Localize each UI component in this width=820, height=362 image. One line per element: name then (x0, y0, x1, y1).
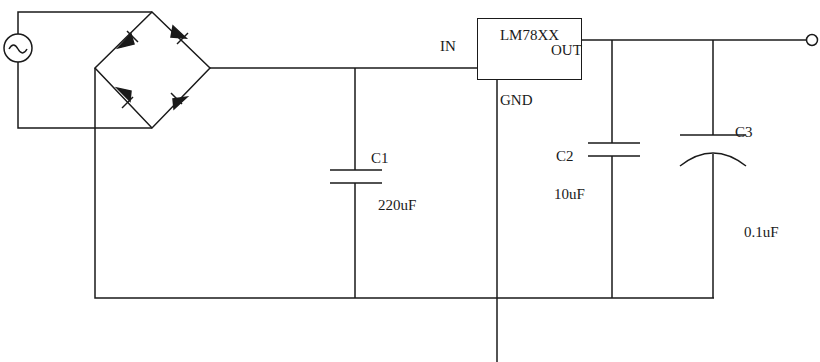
part-value: 10uF (554, 186, 585, 203)
c1-symbol (330, 170, 382, 183)
input-wire (210, 67, 477, 69)
pin-name: IN (440, 38, 456, 55)
pin-name: GND (500, 92, 533, 109)
ac-source-symbol (4, 34, 32, 62)
c3-leads (712, 40, 714, 298)
ic-name: LM78XX (478, 27, 581, 44)
part-name: C2 (556, 148, 574, 165)
output-terminal (807, 35, 818, 46)
bridge-rectifier (95, 12, 210, 128)
part-name: C1 (371, 150, 389, 167)
part-value: 0.1uF (744, 224, 779, 241)
ground-rail (95, 68, 714, 298)
c2-leads (611, 40, 613, 298)
c3-curved-plate (680, 153, 746, 166)
diode-symbols (117, 26, 187, 109)
part-value: 220uF (378, 197, 416, 214)
source-wire-bottom (18, 62, 152, 128)
gnd-wire (496, 80, 498, 362)
output-wire (582, 39, 806, 41)
ac-wave (9, 45, 27, 53)
c2-symbol (588, 143, 640, 156)
diode-bars (122, 31, 188, 108)
pin-name: OUT (551, 42, 582, 59)
part-name: C3 (735, 124, 753, 141)
